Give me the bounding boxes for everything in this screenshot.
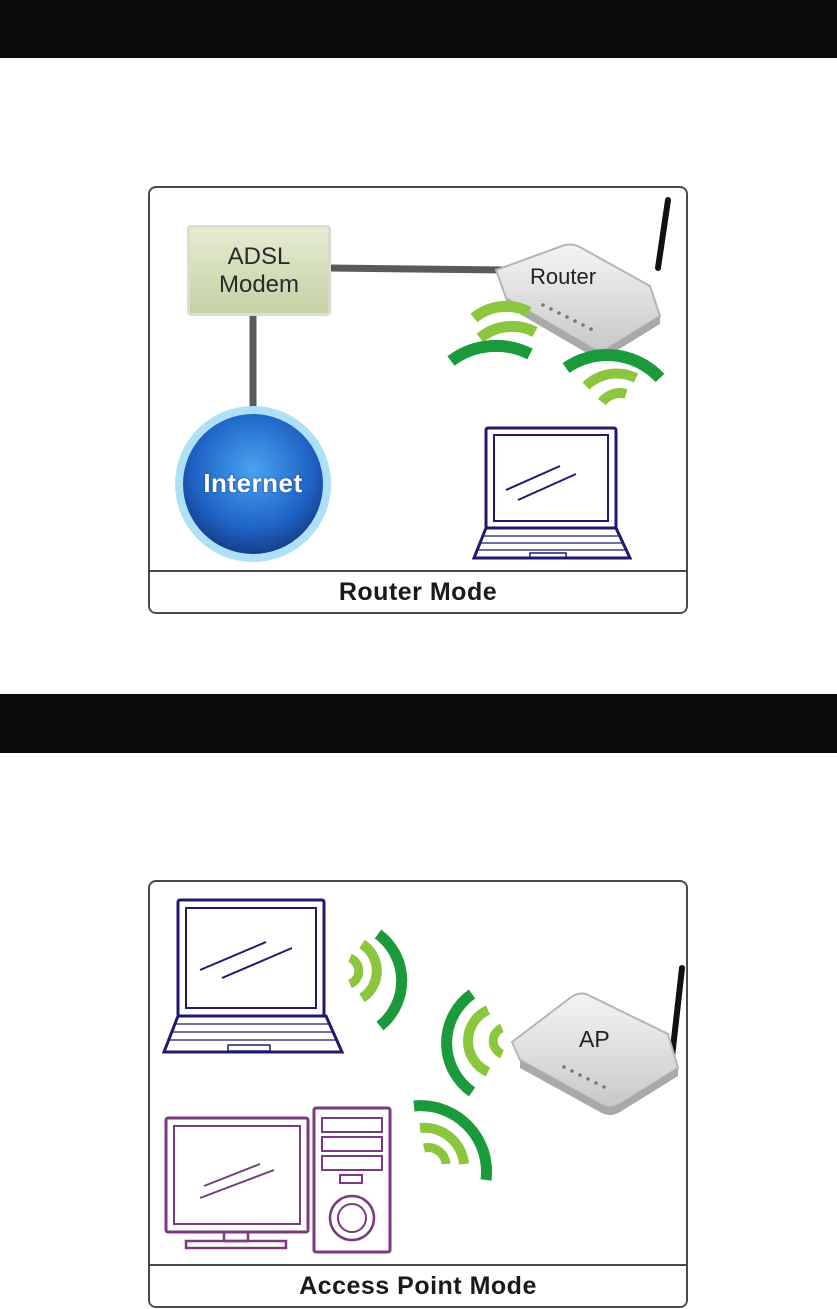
header-bar-middle [0,694,837,753]
router-label: Router [530,264,596,290]
wifi-signal-icon [451,306,535,361]
desktop-monitor-icon [166,1118,308,1248]
wifi-signal-icon [414,1106,487,1180]
modem-label-line2: Modem [219,271,299,299]
ap-label: AP [579,1026,610,1053]
laptop-icon [164,900,342,1052]
laptop-icon [474,428,630,558]
router-mode-caption: Router Mode [150,570,686,612]
desktop-tower-icon [314,1108,390,1252]
header-bar-top [0,0,837,58]
access-point-mode-diagram: AP Access Point Mode [148,880,688,1308]
router-mode-diagram: ADSL Modem Router Internet Router Mode [148,186,688,614]
wifi-signal-icon [566,355,660,402]
wifi-signal-icon [350,934,402,1026]
modem-label-line1: ADSL [228,243,291,271]
internet-label: Internet [178,468,328,499]
ap-mode-scene [150,882,688,1272]
adsl-modem-box: ADSL Modem [187,225,331,316]
wifi-signal-icon [447,994,502,1092]
access-point-mode-caption: Access Point Mode [150,1264,686,1306]
modem-router-cable [330,268,505,270]
